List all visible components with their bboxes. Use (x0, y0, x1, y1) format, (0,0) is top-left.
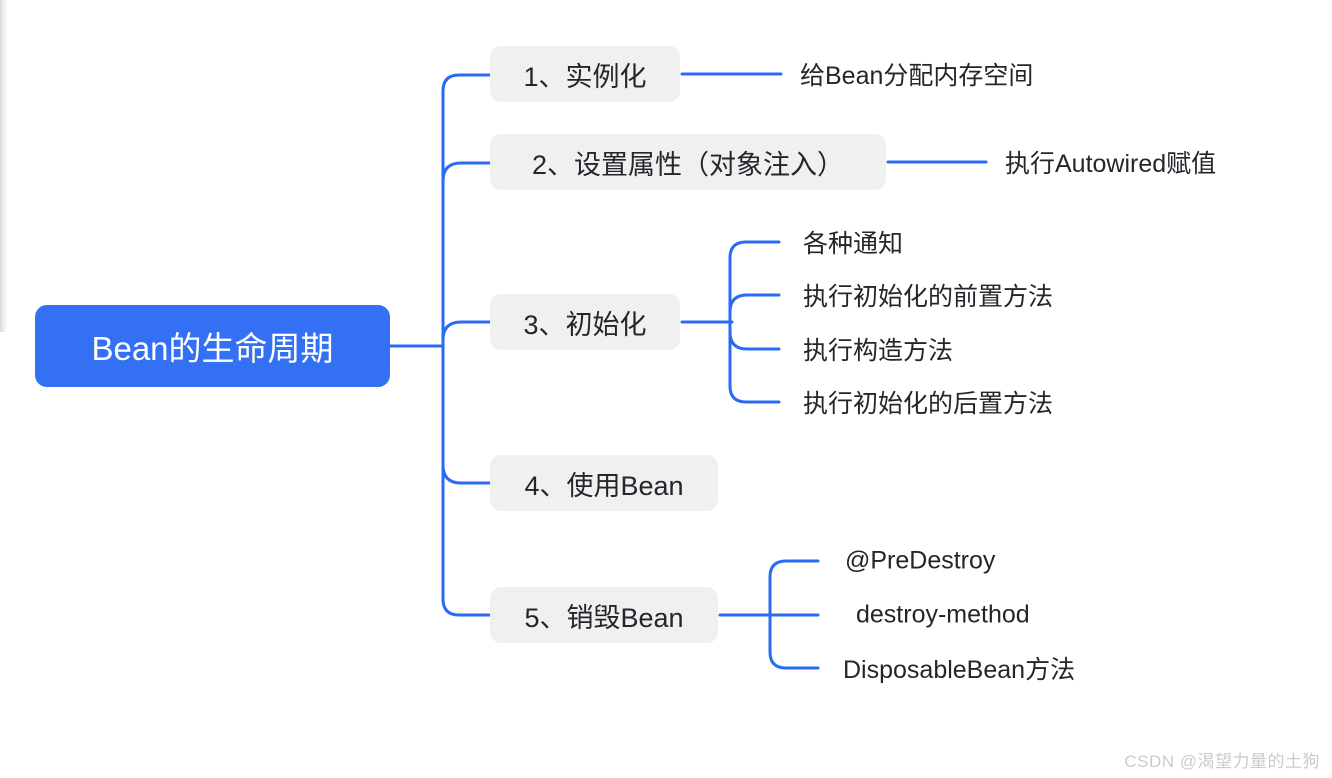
branch-node-instantiation: 1、实例化 (490, 46, 680, 102)
root-node: Bean的生命周期 (35, 305, 390, 387)
child-node-predestroy: @PreDestroy (845, 546, 996, 575)
connector-main-spine (441, 73, 492, 617)
connector-branch-4-elbow (441, 463, 492, 485)
watermark: CSDN @渴望力量的土狗 (1124, 752, 1320, 771)
child-node-post-init-method: 执行初始化的后置方法 (803, 390, 1054, 418)
connector-branch-3-outer (728, 240, 781, 404)
connector-branch-3-child-3 (728, 330, 781, 351)
branch-node-initialization: 3、初始化 (490, 294, 680, 350)
child-node-pre-init-method: 执行初始化的前置方法 (803, 283, 1054, 311)
child-node-disposablebean: DisposableBean方法 (843, 656, 1076, 684)
branch-node-destroy-bean: 5、销毁Bean (490, 587, 718, 643)
branch-node-set-properties: 2、设置属性（对象注入） (490, 134, 886, 190)
child-node-allocate-memory: 给Bean分配内存空间 (800, 62, 1034, 90)
connector-branch-3-elbow (441, 320, 492, 342)
page-edge-artifact (0, 0, 8, 332)
child-node-notifications: 各种通知 (803, 230, 904, 258)
child-node-autowired: 执行Autowired赋值 (1005, 150, 1217, 178)
child-node-constructor-method: 执行构造方法 (803, 337, 954, 365)
connector-branch-5-outer (768, 559, 820, 670)
connector-branch-2-elbow (441, 161, 492, 183)
connector-branch-3-child-2 (728, 293, 781, 314)
child-node-destroy-method: destroy-method (856, 600, 1030, 629)
branch-node-use-bean: 4、使用Bean (490, 455, 718, 511)
